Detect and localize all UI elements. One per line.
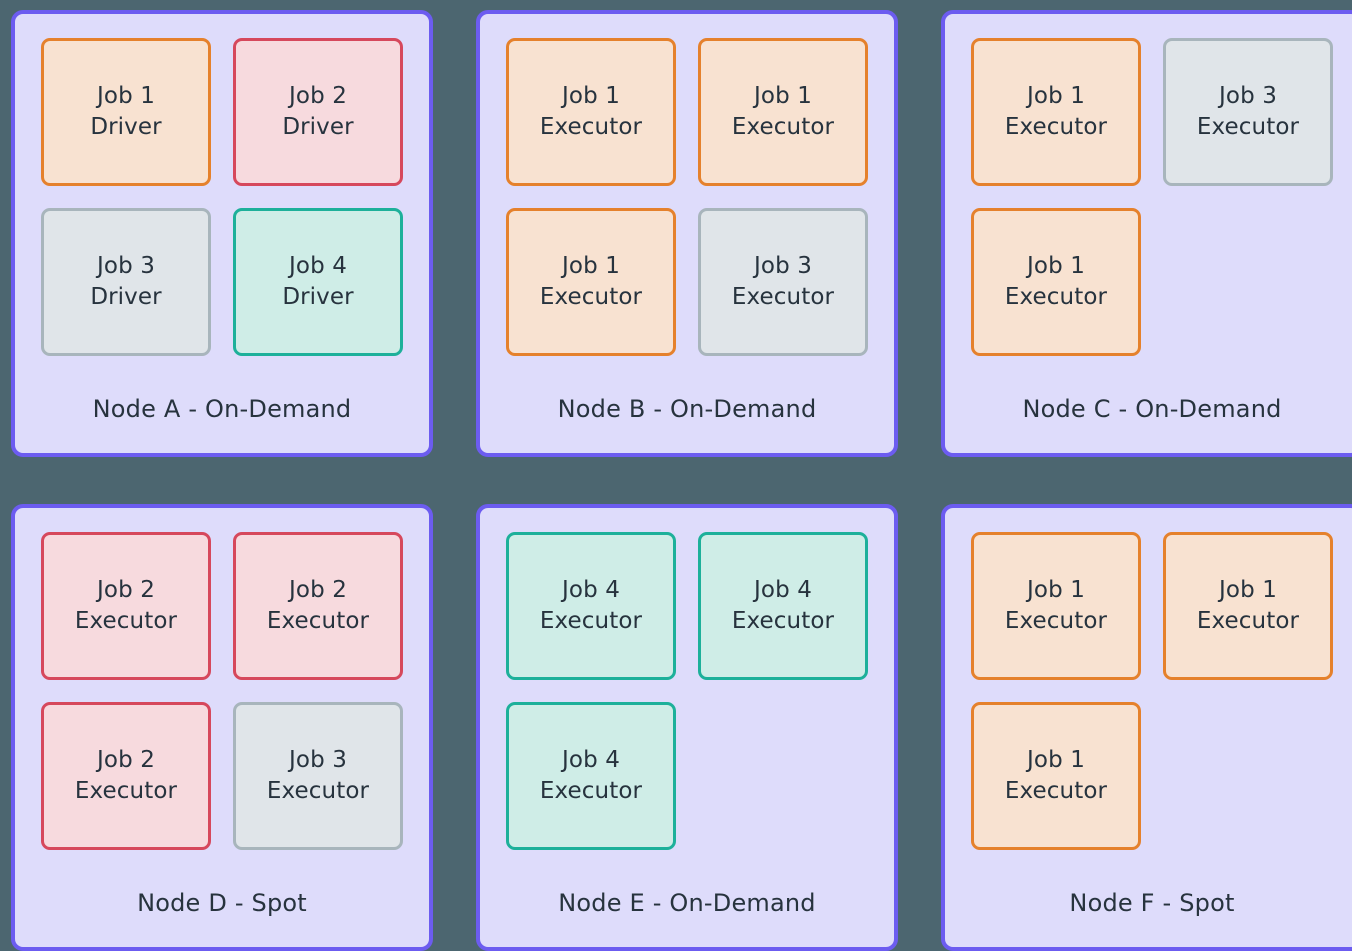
job-card-role-label: Driver [90, 114, 162, 140]
job-card[interactable]: Job 2 Driver [233, 38, 403, 186]
job-card-job-label: Job 1 [562, 83, 620, 110]
node-label: Node B - On-Demand [557, 395, 817, 423]
job-card-role-label: Driver [90, 284, 162, 310]
job-card-job-label: Job 1 [1027, 747, 1085, 774]
job-card-job-label: Job 1 [562, 253, 620, 280]
node-label: Node A - On-Demand [92, 395, 352, 423]
node-label: Node C - On-Demand [1022, 395, 1282, 423]
job-card-job-label: Job 1 [1027, 577, 1085, 604]
job-card[interactable]: Job 1 Driver [41, 38, 211, 186]
job-card-job-label: Job 4 [562, 577, 620, 604]
job-card-job-label: Job 1 [1027, 83, 1085, 110]
job-card-role-label: Executor [1196, 114, 1300, 140]
job-card-job-label: Job 2 [97, 577, 155, 604]
job-card-role-label: Executor [539, 778, 643, 804]
job-card-role-label: Executor [539, 608, 643, 634]
job-card-job-label: Job 3 [97, 253, 155, 280]
job-card-role-label: Executor [74, 608, 178, 634]
job-card[interactable]: Job 4 Executor [506, 702, 676, 850]
node-label: Node E - On-Demand [558, 889, 816, 917]
empty-slot [1163, 208, 1333, 356]
job-card-role-label: Executor [731, 284, 835, 310]
job-card[interactable]: Job 1 Executor [1163, 532, 1333, 680]
job-card-role-label: Executor [266, 778, 370, 804]
job-card-role-label: Executor [539, 284, 643, 310]
job-card-job-label: Job 4 [562, 747, 620, 774]
job-card-role-label: Executor [1004, 778, 1108, 804]
job-card-role-label: Executor [539, 114, 643, 140]
job-card-job-label: Job 3 [289, 747, 347, 774]
job-card-job-label: Job 1 [1219, 577, 1277, 604]
job-card[interactable]: Job 1 Executor [698, 38, 868, 186]
job-card[interactable]: Job 2 Executor [41, 702, 211, 850]
job-card[interactable]: Job 4 Executor [698, 532, 868, 680]
job-card[interactable]: Job 1 Executor [971, 532, 1141, 680]
job-card[interactable]: Job 1 Executor [506, 38, 676, 186]
job-card[interactable]: Job 3 Executor [1163, 38, 1333, 186]
job-card-role-label: Executor [1004, 114, 1108, 140]
job-card[interactable]: Job 3 Driver [41, 208, 211, 356]
job-card-job-label: Job 2 [289, 83, 347, 110]
job-card-role-label: Executor [731, 608, 835, 634]
job-card-job-label: Job 1 [1027, 253, 1085, 280]
job-card-role-label: Executor [1196, 608, 1300, 634]
job-card-job-label: Job 3 [1219, 83, 1277, 110]
job-card-role-label: Driver [282, 284, 354, 310]
job-card-job-label: Job 1 [97, 83, 155, 110]
empty-slot [1163, 702, 1333, 850]
node-label: Node F - Spot [1069, 889, 1235, 917]
job-card-job-label: Job 4 [754, 577, 812, 604]
job-card[interactable]: Job 1 Executor [971, 702, 1141, 850]
job-card-job-label: Job 3 [754, 253, 812, 280]
job-card-role-label: Executor [1004, 284, 1108, 310]
node-label: Node D - Spot [137, 889, 307, 917]
job-card[interactable]: Job 2 Executor [41, 532, 211, 680]
job-card-role-label: Driver [282, 114, 354, 140]
empty-slot [698, 702, 868, 850]
job-card-job-label: Job 2 [289, 577, 347, 604]
job-card[interactable]: Job 3 Executor [698, 208, 868, 356]
job-card-role-label: Executor [266, 608, 370, 634]
job-card-job-label: Job 1 [754, 83, 812, 110]
job-card-job-label: Job 2 [97, 747, 155, 774]
job-card-job-label: Job 4 [289, 253, 347, 280]
job-card[interactable]: Job 1 Executor [971, 38, 1141, 186]
job-card[interactable]: Job 2 Executor [233, 532, 403, 680]
job-card[interactable]: Job 1 Executor [506, 208, 676, 356]
job-card-role-label: Executor [1004, 608, 1108, 634]
job-card-role-label: Executor [731, 114, 835, 140]
job-card[interactable]: Job 4 Driver [233, 208, 403, 356]
job-card-role-label: Executor [74, 778, 178, 804]
job-card[interactable]: Job 1 Executor [971, 208, 1141, 356]
job-card[interactable]: Job 3 Executor [233, 702, 403, 850]
job-card[interactable]: Job 4 Executor [506, 532, 676, 680]
